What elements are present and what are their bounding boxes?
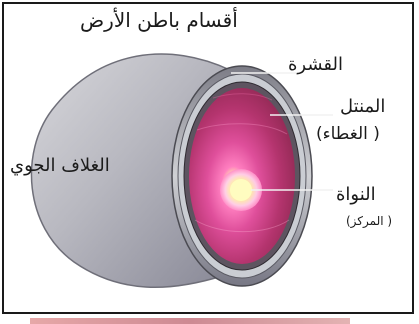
mantle-sub-label: ( الغطاء)	[316, 124, 380, 144]
diagram-title: أقسام باطن الأرض	[80, 8, 238, 32]
core-sub-label: ( المركز)	[346, 214, 392, 228]
atmosphere-label: الغلاف الجوي	[10, 155, 110, 176]
core-label: النواة	[336, 184, 376, 205]
bottom-strip	[30, 318, 350, 324]
mantle-label: المنتل	[340, 96, 385, 117]
core-center	[230, 179, 252, 201]
crust-label: القشرة	[288, 54, 343, 75]
